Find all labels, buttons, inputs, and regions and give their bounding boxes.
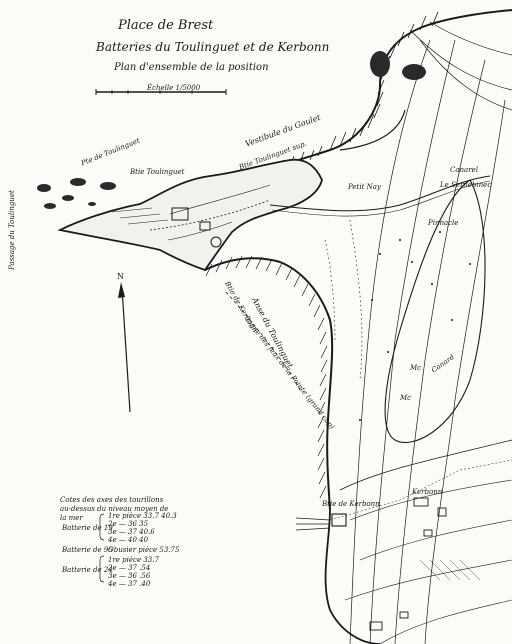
label-le-sernebinec: Le Sernebinec — [440, 181, 492, 189]
map-title: Place de Brest — [118, 18, 214, 33]
north-label: N — [117, 272, 124, 281]
soundings — [359, 231, 471, 421]
battery-guns — [295, 517, 331, 531]
label-mc-2: Mc — [400, 394, 412, 402]
legend-title: Cotes des axes des tourillons au-dessus … — [60, 496, 169, 522]
legend-battery-name: Batterie de 19 — [62, 524, 113, 532]
legend-row: 4e — 37 .40 — [108, 580, 151, 588]
legend-brackets — [99, 513, 105, 583]
map-caption: Plan d'ensemble de la position — [114, 62, 269, 73]
label-canarel: Canarel — [450, 166, 478, 174]
road — [269, 175, 491, 212]
label-passage-toulinguet: Passage du Toulinguet — [8, 190, 16, 270]
line-of-fire — [225, 291, 301, 391]
legend-row: 4e — 40 40 — [108, 536, 149, 544]
map-subtitle: Batteries du Toulinguet et de Kerbonn — [96, 40, 330, 54]
toulinguet-peninsula — [57, 158, 323, 272]
legend-row: 2e — 36 35 — [108, 520, 149, 528]
legend-row: 3e — 37 40.6 — [108, 528, 155, 536]
legend-row: 3e — 36 .56 — [108, 572, 151, 580]
depth-contours — [324, 39, 506, 644]
scale-label: Échelle 1/5000 — [147, 84, 201, 92]
label-mc-1: Mc — [410, 364, 422, 372]
legend-row: 2e — 37 .54 — [108, 564, 151, 572]
anse-shore — [204, 255, 334, 511]
kerbonn-land — [324, 439, 512, 644]
north-arrow-icon — [118, 282, 131, 413]
scale-bar-icon — [95, 89, 227, 95]
label-petit-nay: Petit Nay — [348, 183, 381, 191]
label-btie-toulinguet: Btie Toulinguet — [130, 168, 185, 176]
legend-battery-name: Batterie de 24 — [62, 566, 113, 574]
legend-battery-name: Batterie de 95 — [62, 546, 113, 554]
shoal-outline — [384, 179, 486, 444]
legend-row: 1re pièce 33.7 40.3 — [108, 512, 177, 520]
legend-row: 1re pièce 33.7 — [108, 556, 159, 564]
label-pinnacle: Pinnacle — [428, 219, 459, 227]
label-btie-kerbonn: Btie de Kerbonn — [322, 500, 380, 508]
legend-row: Obusier pièce 53.75 — [108, 546, 180, 554]
label-kerbonn: Kerbonn — [412, 488, 443, 496]
